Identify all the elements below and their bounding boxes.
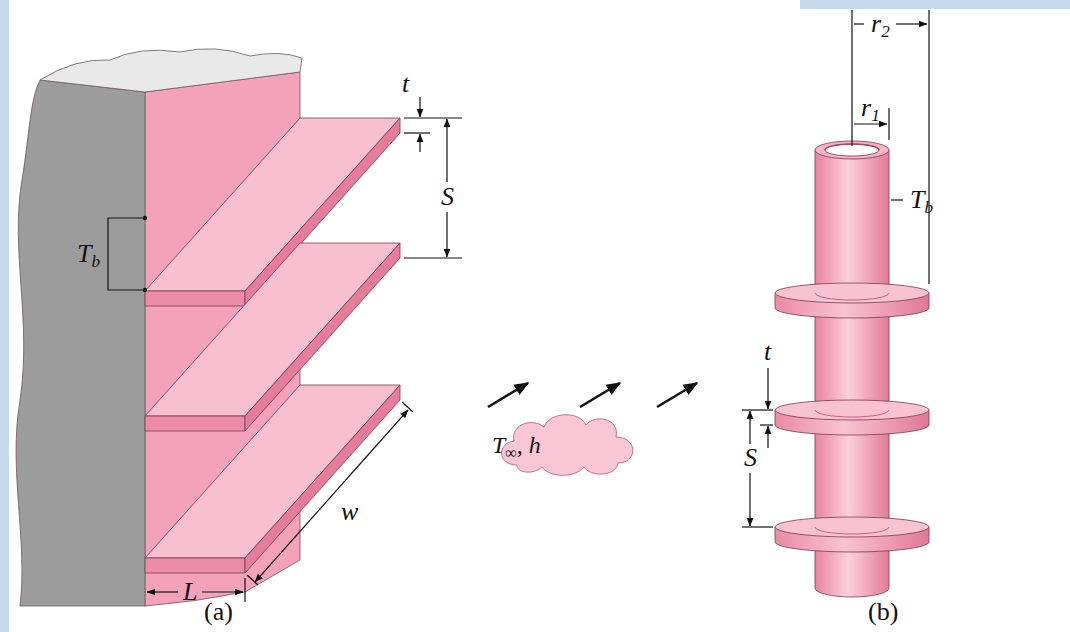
rectangular-fin [145,291,245,306]
wall [16,80,145,606]
dimension-label: S [441,183,454,212]
text-part: T [77,239,91,268]
text-part: T [910,185,924,214]
dimension-label: w [341,498,358,527]
rectangular-fin [145,385,400,573]
text-part: t [402,69,409,98]
dimension-label: Tb [910,186,933,215]
dimension-lines [255,410,408,582]
annular-fin [775,400,929,435]
dimension-lines [760,424,773,425]
dimension-label: r1 [861,94,880,123]
dimension-lines [851,10,852,146]
text-part: S [441,182,454,211]
dimension-lines [767,368,768,409]
text-part: (b) [868,597,898,626]
annular-fin [815,410,889,417]
annular-fin [775,517,929,537]
flow-arrow [580,383,620,407]
dimension-lines [767,426,768,448]
cloud-outline [492,405,642,479]
dimension-lines [108,218,143,290]
text-part: S [744,443,757,472]
figure-label: (a) [204,598,233,627]
dimension-lines [404,117,462,118]
rectangular-fin [145,558,245,573]
dimension-label: r2 [871,10,890,39]
dimension-lines [419,97,420,117]
annular-fin [775,283,929,318]
dimension-label: t [402,70,409,99]
dimension-label: L [183,578,197,607]
flow-arrow [488,383,528,407]
dimension-lines [854,123,887,124]
dimension-label: S [744,444,757,473]
flow-arrow [657,383,697,407]
text-part: r [871,9,881,38]
text-part: L [183,577,197,606]
dimension-lines [928,10,929,284]
dimension-lines [446,119,447,182]
figure-label: (b) [868,598,898,627]
bracket-dot [143,288,147,292]
page-border [0,0,9,632]
dimension-lines [147,591,178,592]
bracket-dot [143,216,147,220]
dimension-lines [888,108,889,140]
dimension-lines [749,473,750,526]
dimension-lines [446,212,447,257]
bracket-dot [143,216,147,292]
dimension-label: Tb [77,240,100,269]
annular-fin [815,293,889,300]
dimension-lines [742,10,929,527]
text-part: r [861,93,871,122]
wall [40,49,302,92]
ambient-label: T∞, h [492,432,541,458]
cloud-shape [502,415,633,476]
subscript: b [91,252,100,271]
text-part: (a) [204,597,233,626]
annular-fin [775,283,929,303]
dimension-lines [742,409,773,410]
dimension-label: t [764,338,771,367]
dimension-lines [404,132,430,133]
annular-fin [815,527,889,534]
subscript: 2 [881,22,890,41]
dimension-lines [404,257,462,258]
flow-arrow [488,383,697,407]
text-part: , h [517,432,541,458]
page-border [800,0,1070,9]
dimension-lines [202,591,243,592]
annular-fin [775,400,929,420]
text-part: T [492,432,505,458]
dimension-lines [749,411,750,444]
subscript: 1 [871,106,880,125]
text-part: t [764,337,771,366]
dimension-lines [108,97,462,602]
text-part: w [341,497,358,526]
annular-fin [775,517,929,552]
rectangular-fin [245,385,400,573]
dimension-lines [419,134,420,152]
dimension-lines [854,23,864,24]
dimension-lines [891,199,903,200]
ambient-cloud: T∞, h [492,405,642,479]
rectangular-fin [145,416,245,431]
subscript: ∞ [505,444,516,461]
dimension-lines [742,526,773,527]
dimension-lines [244,578,245,602]
subscript: b [924,198,933,217]
dimension-lines [896,23,927,24]
